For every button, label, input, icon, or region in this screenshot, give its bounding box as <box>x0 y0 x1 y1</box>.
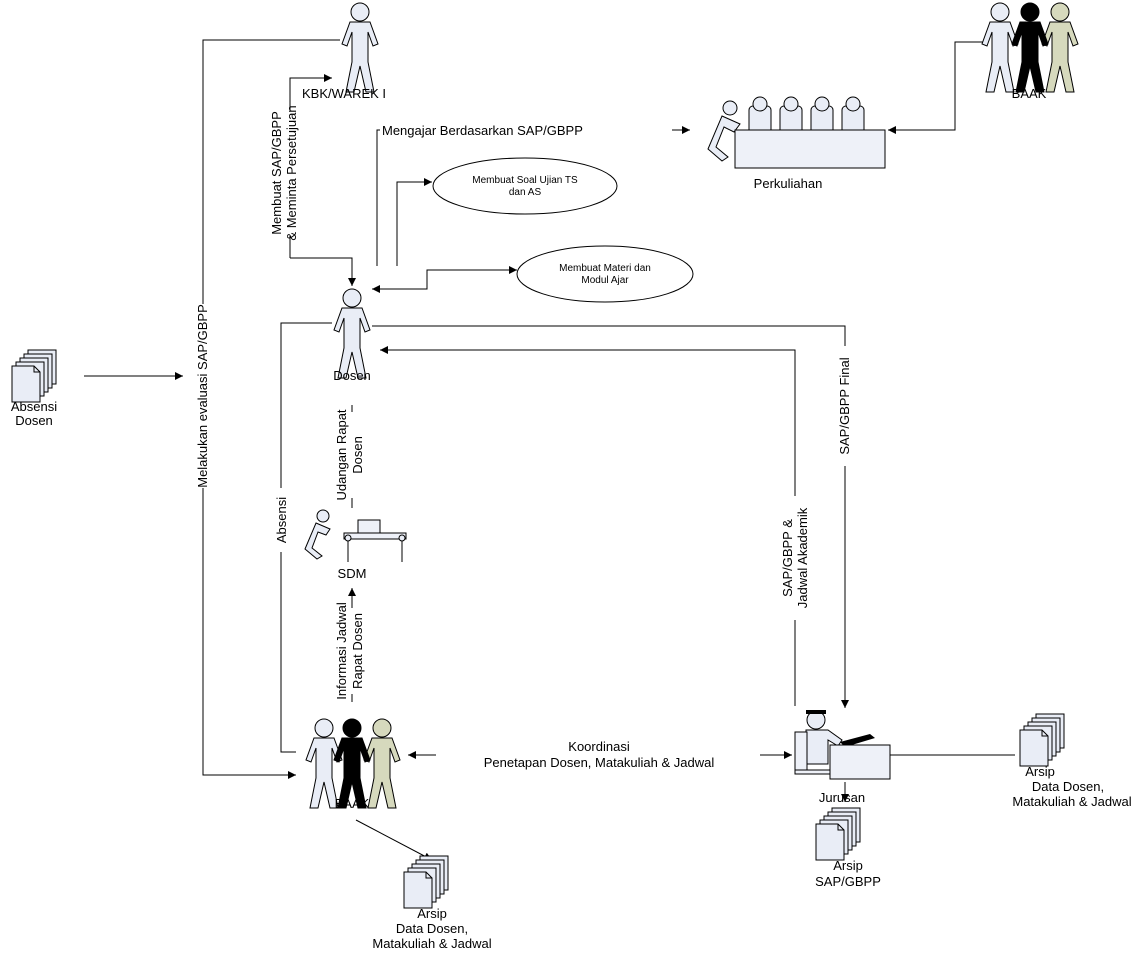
kbk-warek-label: KBK/WAREK I <box>302 86 386 101</box>
edge-sap-final <box>372 325 849 708</box>
document-stack-icon <box>403 855 449 909</box>
label-informasi-2: Rapat Dosen <box>350 613 365 689</box>
arsip-sap-label-1: Arsip <box>833 858 863 873</box>
workstation-icon <box>794 710 891 780</box>
document-stack-icon <box>815 807 861 861</box>
node-arsip-baak: Arsip Data Dosen, Matakuliah & Jadwal <box>372 855 492 951</box>
absensi-dosen-label-2: Dosen <box>15 413 53 428</box>
person-icon <box>333 718 371 809</box>
node-sdm: SDM <box>304 509 407 581</box>
classroom-icon <box>707 96 886 169</box>
person-icon <box>333 288 371 379</box>
baak-top-label: BAAK <box>1012 86 1047 101</box>
edge-materi <box>372 266 517 293</box>
soal-ujian-label-1: Membuat Soal Ujian TS <box>472 175 578 186</box>
label-mengajar: Mengajar Berdasarkan SAP/GBPP <box>382 123 583 138</box>
label-membuat-sap-2: & Meminta Persetujuan <box>284 105 299 240</box>
node-kbk-warek: KBK/WAREK I <box>302 2 386 101</box>
node-absensi-dosen: Absensi Dosen <box>11 349 57 428</box>
label-sap-jadwal-2: Jadwal Akademik <box>795 507 810 608</box>
label-evaluasi: Melakukan evaluasi SAP/GBPP <box>195 304 210 488</box>
edge-labels: Melakukan evaluasi SAP/GBPP Membuat SAP/… <box>195 105 852 770</box>
edge-sap-jadwal <box>380 346 796 706</box>
edge-soal <box>396 178 432 266</box>
person-icon <box>981 2 1019 93</box>
arsip-label-3: Matakuliah & Jadwal <box>1012 794 1131 809</box>
node-baak-bottom: BAAK <box>305 718 401 811</box>
node-materi-modul: Membuat Materi dan Modul Ajar <box>516 245 694 303</box>
edge-baak-arsip <box>355 819 433 861</box>
arsip-label-1: Arsip <box>1025 764 1055 779</box>
label-informasi-1: Informasi Jadwal <box>334 602 349 700</box>
arsip-baak-label-1: Arsip <box>417 906 447 921</box>
person-icon <box>341 2 379 93</box>
node-baak-top: BAAK <box>981 2 1079 101</box>
arsip-baak-label-2: Data Dosen, <box>396 921 468 936</box>
materi-modul-label-2: Modul Ajar <box>581 275 629 286</box>
label-koordinasi-1: Koordinasi <box>568 739 630 754</box>
jurusan-label: Jurusan <box>819 790 865 805</box>
person-icon <box>305 718 343 809</box>
label-undangan-2: Dosen <box>350 436 365 474</box>
soal-ujian-label-2: dan AS <box>509 187 542 198</box>
perkuliahan-label: Perkuliahan <box>754 176 823 191</box>
label-sap-jadwal-1: SAP/GBPP & <box>780 519 795 597</box>
baak-bottom-label: BAAK <box>335 796 370 811</box>
document-stack-icon <box>11 349 57 403</box>
label-sap-final: SAP/GBPP Final <box>837 357 852 454</box>
node-perkuliahan: Perkuliahan <box>707 96 886 191</box>
person-icon <box>1041 2 1079 93</box>
document-stack-icon <box>1019 713 1065 767</box>
edge-baak-perkuliahan <box>888 41 985 134</box>
arsip-baak-label-3: Matakuliah & Jadwal <box>372 936 491 951</box>
label-undangan-1: Udangan Rapat <box>334 409 349 500</box>
node-arsip-sap: Arsip SAP/GBPP <box>815 807 881 889</box>
arsip-sap-label-2: SAP/GBPP <box>815 874 881 889</box>
label-koordinasi-2: Penetapan Dosen, Matakuliah & Jadwal <box>484 755 715 770</box>
arsip-label-2: Data Dosen, <box>1032 779 1104 794</box>
node-dosen: Dosen <box>333 288 371 383</box>
label-membuat-sap-1: Membuat SAP/GBPP <box>269 111 284 235</box>
label-absensi: Absensi <box>274 497 289 543</box>
worker-icon <box>304 509 407 562</box>
materi-modul-label-1: Membuat Materi dan <box>559 263 651 274</box>
absensi-dosen-label-1: Absensi <box>11 399 57 414</box>
node-jurusan: Jurusan <box>794 710 891 805</box>
node-soal-ujian: Membuat Soal Ujian TS dan AS <box>432 157 618 215</box>
sdm-label: SDM <box>338 566 367 581</box>
edge-to-dosen <box>290 257 356 286</box>
node-arsip-jurusan: Arsip Data Dosen, Matakuliah & Jadwal <box>1012 713 1132 809</box>
dosen-label: Dosen <box>333 368 371 383</box>
person-icon <box>363 718 401 809</box>
person-icon <box>1011 2 1049 93</box>
